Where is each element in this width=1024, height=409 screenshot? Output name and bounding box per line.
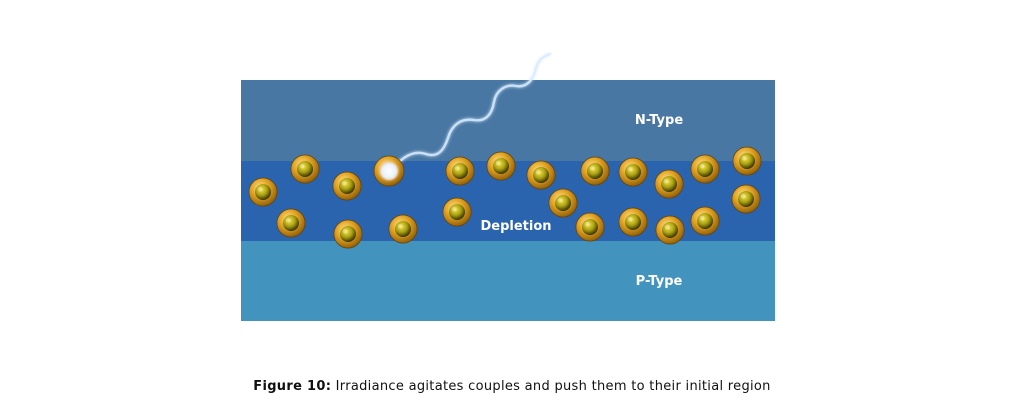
particle (388, 214, 418, 244)
particle (276, 208, 306, 238)
n-type-label: N-Type (635, 113, 683, 128)
particle (332, 171, 362, 201)
agitated-particle (373, 155, 405, 187)
caption-text: Irradiance agitates couples and push the… (335, 379, 771, 394)
figure-caption: Figure 10: Irradiance agitates couples a… (0, 379, 1024, 394)
particle (580, 156, 610, 186)
pn-junction-diagram: N-Type Depletion P-Type (241, 52, 775, 321)
particle (618, 157, 648, 187)
photon-wave (388, 52, 552, 174)
particle (442, 197, 472, 227)
particle (575, 212, 605, 242)
p-type-label: P-Type (636, 274, 683, 289)
particle (618, 207, 648, 237)
particle (654, 169, 684, 199)
particle (445, 156, 475, 186)
particle (526, 160, 556, 190)
figure-number: Figure 10: (253, 379, 332, 394)
n-type-region (241, 80, 775, 161)
particle (732, 146, 762, 176)
particle (731, 184, 761, 214)
particle (290, 154, 320, 184)
p-type-region (241, 241, 775, 321)
particle (548, 188, 578, 218)
particle (248, 177, 278, 207)
particle (486, 151, 516, 181)
particle (690, 154, 720, 184)
particle (333, 219, 363, 249)
particle (690, 206, 720, 236)
particle (655, 215, 685, 245)
depletion-label: Depletion (480, 219, 551, 234)
